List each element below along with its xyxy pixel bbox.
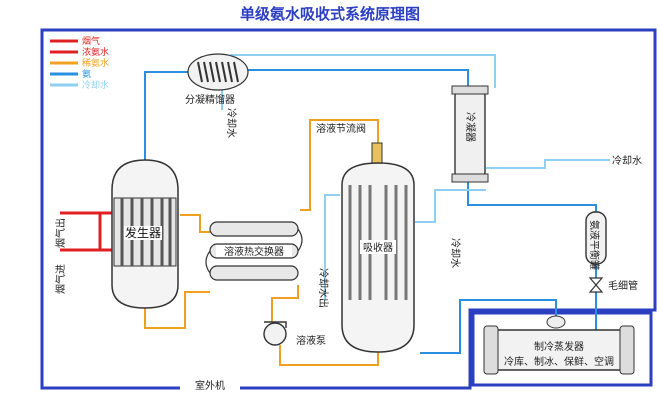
ammonia-pipe-evaporator-to-absorber: [420, 299, 557, 354]
evaporator: 制冷蒸发器 冷库、制冰、保鲜、空调: [483, 315, 635, 375]
solution-pump-body: [263, 322, 287, 346]
solution-heat-exchanger: 溶液热交换器: [205, 221, 303, 281]
ammonia-receiver: 氨液平衡罐: [585, 211, 607, 270]
ammonia-pipe-condenser-to-receiver: [467, 178, 597, 214]
cooling-water-label-rectifier: 冷却水: [225, 108, 238, 138]
strong-solution-hx-to-generator: [180, 214, 210, 233]
weak-solution-to-absorber: [300, 119, 379, 211]
cooling-water-out-label: 冷却水出: [317, 268, 330, 308]
legend-label-strong-solution: 浓氨水: [82, 46, 109, 58]
capillary-label: 毛细管: [608, 279, 638, 292]
generator: 发生器: [111, 159, 179, 309]
legend-label-cooling-water: 冷却水: [82, 79, 109, 91]
generator-label: 发生器: [125, 225, 161, 240]
rectifier: 分凝精馏器: [185, 53, 249, 106]
strong-solution-absorber-to-pump: [279, 345, 379, 366]
generator-label-bg: [124, 226, 162, 240]
condenser-label: 冷凝器: [464, 112, 477, 142]
indoor-unit-frame: [471, 311, 653, 387]
evaporator-inlet-dome: [546, 315, 566, 329]
cooling-water-absorber: [415, 189, 486, 223]
outdoor-unit-frame: [40, 28, 657, 390]
heat-exchanger-tube-3: [209, 265, 299, 281]
weak-solution-pipe: [144, 291, 210, 329]
heat-exchanger-bends: [205, 228, 303, 274]
cooling-water-condenser-label: 冷却水: [612, 154, 642, 167]
outdoor-unit-label: 室外机: [195, 379, 225, 392]
flue-gas-in-label: 烟气进: [54, 264, 67, 294]
diagram-title: 单级氨水吸收式系统原理图: [240, 5, 420, 23]
cooling-water-condenser-out: [486, 159, 610, 169]
evaporator-uses-label: 冷库、制冰、保鲜、空调: [504, 355, 614, 368]
ammonia-pipe-rectifier-to-condenser: [240, 69, 469, 92]
cooling-water-rectifier-top: [230, 54, 496, 88]
capillary: 毛细管: [588, 277, 638, 293]
throttle-valve-label: 溶液节流阀: [316, 122, 366, 135]
legend-label-flue-gas: 烟气: [82, 35, 100, 47]
flue-gas-out-label: 烟气出: [54, 218, 67, 248]
heat-exchanger-tube-1: [209, 221, 299, 237]
condenser-cap-top: [451, 85, 489, 95]
capillary-valve-icon: [588, 277, 604, 293]
strong-solution-pump-to-hx: [271, 285, 299, 322]
evaporator-cap-right: [619, 325, 635, 375]
absorber: 吸收器: [341, 142, 415, 353]
legend: 烟气 浓氨水 稀氨水 氨 冷却水: [50, 35, 109, 91]
condenser: 冷凝器: [451, 85, 489, 183]
evaporator-label: 制冷蒸发器: [534, 340, 584, 353]
cooling-water-absorber-label: 冷却水: [449, 238, 462, 268]
rectifier-label: 分凝精馏器: [185, 93, 235, 106]
absorber-gas-inlet: [371, 142, 383, 164]
legend-label-weak-solution: 稀氨水: [82, 57, 109, 69]
evaporator-cap-left: [483, 325, 499, 375]
flue-gas-loop: [98, 211, 112, 252]
heat-exchanger-label: 溶液热交换器: [224, 245, 284, 258]
cooling-water-absorber-out: [324, 194, 340, 300]
legend-label-ammonia: 氨: [82, 68, 91, 80]
outdoor-unit-label-bg: [180, 377, 240, 393]
receiver-shell: [585, 211, 607, 265]
solution-pump-outlet: [264, 321, 287, 328]
absorber-label: 吸收器: [363, 241, 393, 254]
heat-exchanger-label-bg: [216, 245, 292, 257]
ammonia-pipe-generator-to-rectifier: [144, 71, 195, 168]
solution-pump: 溶液泵: [263, 321, 326, 347]
absorber-shell: [341, 162, 415, 353]
absorber-label-bg: [360, 240, 396, 254]
solution-pump-label: 溶液泵: [296, 334, 326, 347]
receiver-label: 氨液平衡罐: [588, 220, 601, 270]
condenser-cap-bottom: [451, 173, 489, 183]
rectifier-coil: [197, 61, 239, 83]
